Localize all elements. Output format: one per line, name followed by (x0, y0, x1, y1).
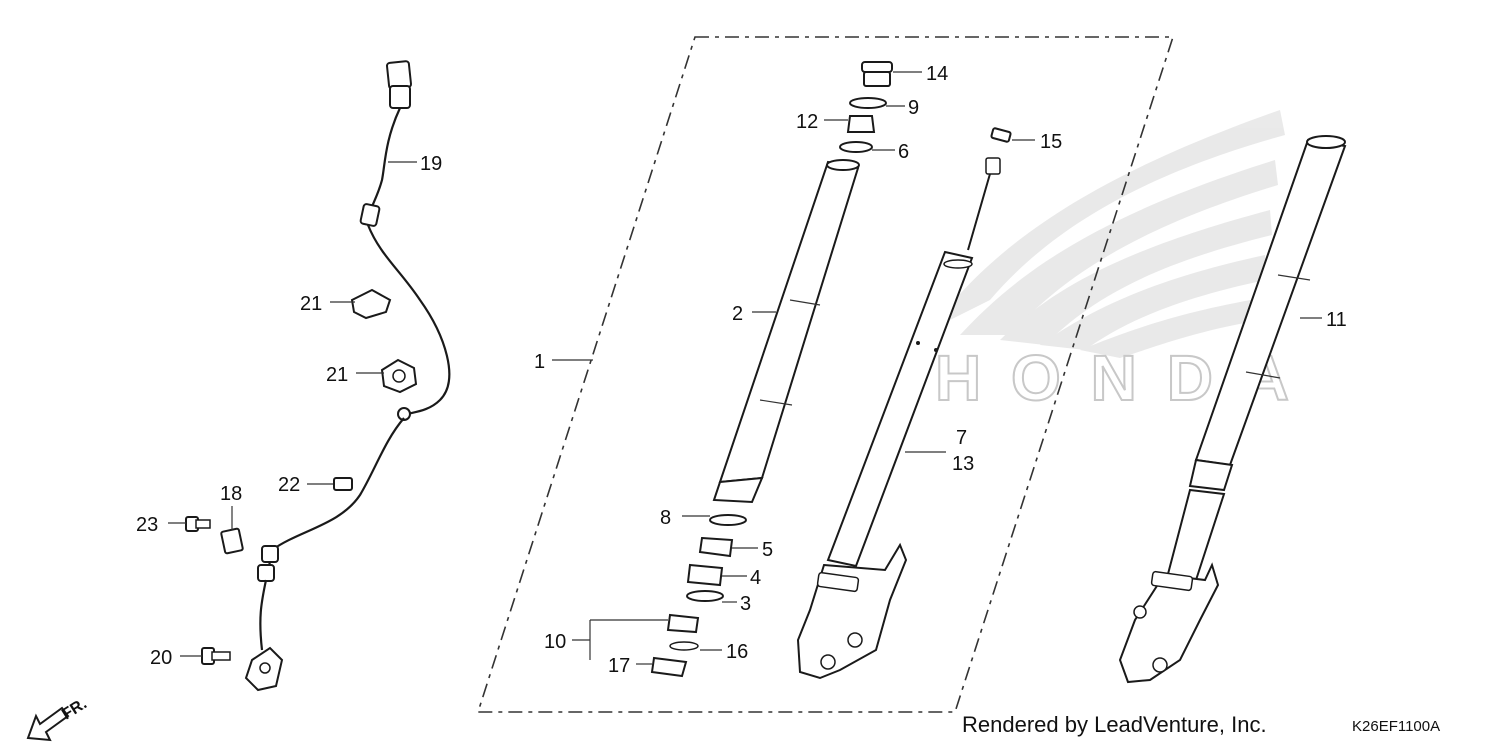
speed-sensor-assembly (244, 60, 451, 692)
callout-14: 14 (926, 63, 948, 85)
bolt-20 (201, 647, 231, 665)
honda-wing-watermark (930, 110, 1285, 358)
ring-6 (839, 141, 873, 153)
small-bolt-22 (333, 477, 353, 491)
fork-assembly-complete (1118, 135, 1347, 684)
ring-16 (669, 641, 699, 651)
callout-22: 22 (278, 474, 300, 496)
bolt-23 (185, 516, 211, 532)
callout-16: 16 (726, 641, 748, 663)
render-credit: Rendered by LeadVenture, Inc. (962, 712, 1267, 737)
diagram-code: K26EF1100A (1352, 718, 1440, 735)
callout-15: 15 (1040, 131, 1062, 153)
callout-3: 3 (740, 593, 751, 615)
bushing-15 (990, 127, 1012, 143)
bushing-17 (650, 656, 688, 678)
callout-17: 17 (608, 655, 630, 677)
callout-10: 10 (544, 631, 566, 653)
callout-13: 13 (952, 453, 974, 475)
oil-seal-5 (698, 536, 734, 558)
fork-cap-bolt (861, 61, 893, 87)
callout-7: 7 (956, 427, 967, 449)
clip-8 (709, 514, 747, 526)
o-ring-9 (849, 97, 887, 109)
callout-4: 4 (750, 567, 761, 589)
callout-5: 5 (762, 539, 773, 561)
callout-21-upper: 21 (300, 293, 322, 315)
callout-19: 19 (420, 153, 442, 175)
callout-6: 6 (898, 141, 909, 163)
dust-seal-10 (666, 613, 700, 634)
washer-3 (686, 590, 724, 602)
callout-1: 1 (534, 351, 545, 373)
callout-2: 2 (732, 303, 743, 325)
callout-20: 20 (150, 647, 172, 669)
front-direction-arrow: FR. (26, 695, 90, 742)
wire-clamp-upper (350, 288, 392, 320)
callout-21-lower: 21 (326, 364, 348, 386)
callout-9: 9 (908, 97, 919, 119)
clip-18 (220, 527, 244, 555)
collar-12 (846, 115, 876, 133)
callout-18: 18 (220, 483, 242, 505)
fork-inner-tube (796, 157, 1001, 680)
callout-12: 12 (796, 111, 818, 133)
fork-outer-tube (712, 159, 860, 504)
callout-11: 11 (1326, 309, 1347, 331)
callout-8: 8 (660, 507, 671, 529)
bushing-4 (686, 563, 724, 587)
assembly-outline (476, 36, 1175, 713)
callout-23: 23 (136, 514, 158, 536)
leader-lines (168, 71, 1322, 665)
